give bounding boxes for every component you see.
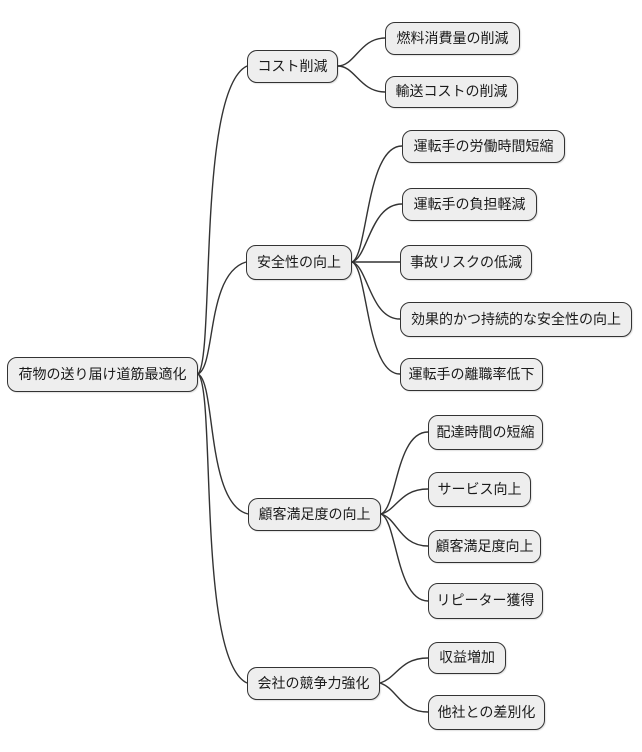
edge-cost-to-fuel-consumption <box>337 37 386 67</box>
edge-competitiveness-to-revenue <box>379 657 429 684</box>
edge-customer-to-service <box>380 488 429 515</box>
branch-node-customer-satisfaction-improvement: 顧客満足度の向上 <box>248 498 381 531</box>
edge-safety-to-driver-burden <box>351 203 403 263</box>
edge-customer-to-repeat <box>380 513 429 602</box>
branch-node-company-competitiveness: 会社の競争力強化 <box>247 667 380 700</box>
branch-node-cost-reduction: コスト削減 <box>247 50 338 83</box>
edge-root-to-competitiveness <box>197 373 248 684</box>
leaf-node-fuel-consumption-reduction: 燃料消費量の削減 <box>385 22 520 55</box>
leaf-node-repeat-customer-acquisition: リピーター獲得 <box>428 583 543 619</box>
edge-safety-to-turnover <box>351 261 401 375</box>
leaf-node-customer-satisfaction-up: 顧客満足度向上 <box>428 530 541 563</box>
leaf-node-transport-cost-reduction: 輸送コストの削減 <box>385 76 518 108</box>
root-node-shipment-route-optimization: 荷物の送り届け道筋最適化 <box>7 357 198 392</box>
edge-cost-to-transport-cost <box>337 65 386 93</box>
leaf-node-driver-turnover-reduction: 運転手の離職率低下 <box>400 358 543 391</box>
leaf-node-driver-working-hours-reduction: 運転手の労働時間短縮 <box>402 130 565 163</box>
edge-competitiveness-to-differentiation <box>379 682 429 713</box>
edge-customer-to-satisfaction-up <box>380 513 429 547</box>
branch-node-safety-improvement: 安全性の向上 <box>246 245 352 280</box>
edge-safety-to-working-hours <box>351 145 403 263</box>
leaf-node-delivery-time-reduction: 配達時間の短縮 <box>428 415 543 450</box>
leaf-node-driver-burden-reduction: 運転手の負担軽減 <box>402 188 537 221</box>
edge-customer-to-delivery-time <box>380 431 429 515</box>
edge-root-to-cost-reduction <box>197 65 248 375</box>
leaf-node-revenue-increase: 収益増加 <box>428 642 506 674</box>
leaf-node-accident-risk-reduction: 事故リスクの低減 <box>400 245 532 280</box>
leaf-node-sustainable-safety-improvement: 効果的かつ持続的な安全性の向上 <box>400 302 632 337</box>
leaf-node-service-improvement: サービス向上 <box>428 472 531 507</box>
leaf-node-differentiation-from-competitors: 他社との差別化 <box>428 695 545 730</box>
edge-root-to-customer-satisfaction <box>197 373 249 515</box>
edge-safety-to-sustainable-safety <box>351 261 401 320</box>
edge-root-to-safety-improvement <box>197 261 247 375</box>
